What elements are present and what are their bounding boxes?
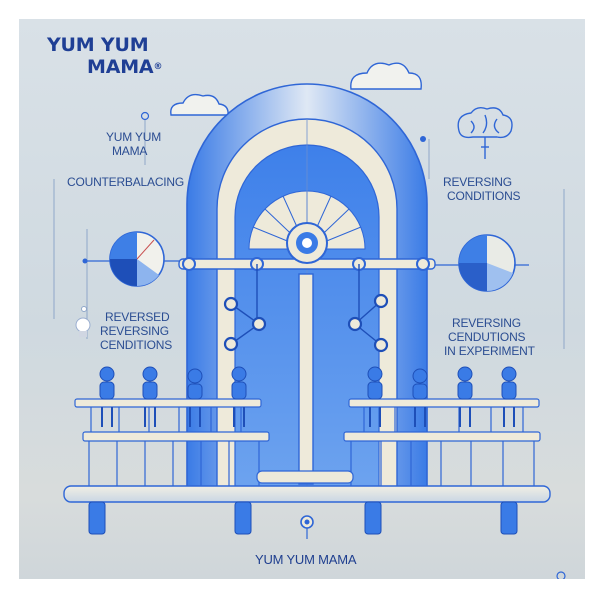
dot-icon — [420, 136, 426, 142]
illustration — [53, 62, 566, 579]
person-icon — [99, 366, 115, 427]
pie-chart-icon — [82, 231, 179, 287]
person-icon — [367, 366, 383, 427]
eye-icon — [300, 515, 314, 539]
person-icon — [501, 366, 517, 427]
lightbulb-icon — [75, 317, 91, 337]
counterbalancing-label: COUNTERBALACING — [67, 175, 185, 189]
logo: YUM YUM MAMA® — [47, 34, 162, 78]
node-icon — [223, 293, 389, 353]
person-icon — [457, 366, 473, 427]
pie-chart-icon — [419, 234, 529, 292]
brain-icon — [457, 106, 513, 159]
person-icon — [187, 368, 203, 427]
reversing-conditions-label: REVERSING CONDITIONS — [443, 175, 521, 203]
person-icon — [231, 366, 247, 427]
arch — [186, 83, 428, 490]
illustration-frame: YUM YUM MAMA® YUM YUM MAMA COUNTERBALACI… — [19, 19, 585, 579]
registered-mark: ® — [153, 62, 163, 72]
left-small-logo: YUM YUM MAMA — [106, 130, 162, 158]
logo-line-1: YUM YUM — [47, 34, 149, 56]
base-deck — [63, 470, 551, 535]
cloud-icon — [350, 62, 422, 90]
balance-beam — [178, 222, 436, 485]
person-icon — [142, 366, 158, 427]
eye-icon — [286, 222, 328, 264]
bottom-caption: YUM YUM MAMA — [255, 552, 357, 567]
reversed-label: REVERSED REVERSING CENDITIONS — [100, 310, 173, 352]
node-icon — [140, 111, 150, 121]
conditions-experiment-label: REVERSING CENDUTIONS IN EXPERIMENT — [444, 316, 535, 358]
logo-line-2: MAMA — [87, 56, 154, 78]
platform-left — [74, 398, 270, 489]
person-icon — [412, 368, 428, 427]
cloud-icon — [170, 93, 229, 116]
